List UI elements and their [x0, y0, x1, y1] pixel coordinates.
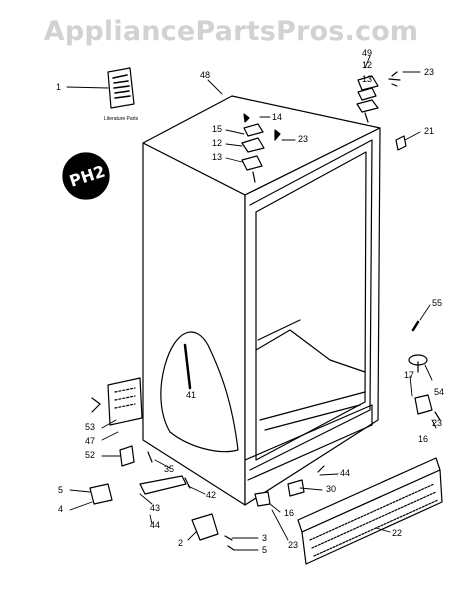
callout-30: 30: [326, 484, 336, 494]
callout-55: 55: [432, 298, 442, 308]
callout-54: 54: [434, 387, 444, 397]
callout-21: 21: [424, 126, 434, 136]
ph2-badge: PH2: [62, 152, 110, 200]
callout-2: 2: [178, 538, 183, 548]
callout-14: 14: [272, 112, 282, 122]
callout-13: 13: [362, 74, 372, 84]
callout-44: 44: [340, 468, 350, 478]
callout-23: 23: [432, 418, 442, 428]
callout-23: 23: [298, 134, 308, 144]
refrigerator-cabinet: [142, 95, 381, 506]
callout-43: 43: [150, 503, 160, 513]
callout-23: 23: [288, 540, 298, 550]
callout-12: 12: [212, 138, 222, 148]
callout-48: 48: [200, 70, 210, 80]
callout-5: 5: [262, 545, 267, 555]
watermark-text: AppliancePartsPros.com: [43, 16, 419, 47]
callout-44: 44: [150, 520, 160, 530]
part-21: [395, 135, 407, 151]
callout-12: 12: [362, 60, 372, 70]
callout-5: 5: [58, 485, 63, 495]
callout-labels: 1 48 49 12 13 23 14 15 12 13 23 21 55 54…: [56, 48, 444, 555]
callout-35: 35: [164, 464, 174, 474]
callout-15: 15: [212, 124, 222, 134]
toe-grille: [297, 457, 443, 565]
literature-parts-label: Literature Parts: [104, 116, 139, 122]
callout-17: 17: [404, 370, 414, 380]
leader-lines: [66, 55, 437, 551]
bottom-parts: [89, 465, 325, 551]
callout-53: 53: [85, 422, 95, 432]
callout-52: 52: [85, 450, 95, 460]
callout-23: 23: [424, 67, 434, 77]
lower-hinge-parts: [408, 320, 441, 421]
callout-22: 22: [392, 528, 402, 538]
callout-49: 49: [362, 48, 372, 58]
callout-3: 3: [262, 533, 267, 543]
callout-41: 41: [186, 390, 196, 400]
left-bracket: [91, 377, 153, 467]
callout-47: 47: [85, 436, 95, 446]
callout-16: 16: [418, 434, 428, 444]
top-hinge-assembly-left: [241, 113, 281, 183]
callout-13: 13: [212, 152, 222, 162]
callout-16: 16: [284, 508, 294, 518]
callout-42: 42: [206, 490, 216, 500]
top-hinge-assembly-right: [356, 71, 401, 123]
callout-1: 1: [56, 82, 61, 92]
literature-parts-booklet: Literature Parts: [104, 67, 139, 122]
callout-4: 4: [58, 504, 63, 514]
